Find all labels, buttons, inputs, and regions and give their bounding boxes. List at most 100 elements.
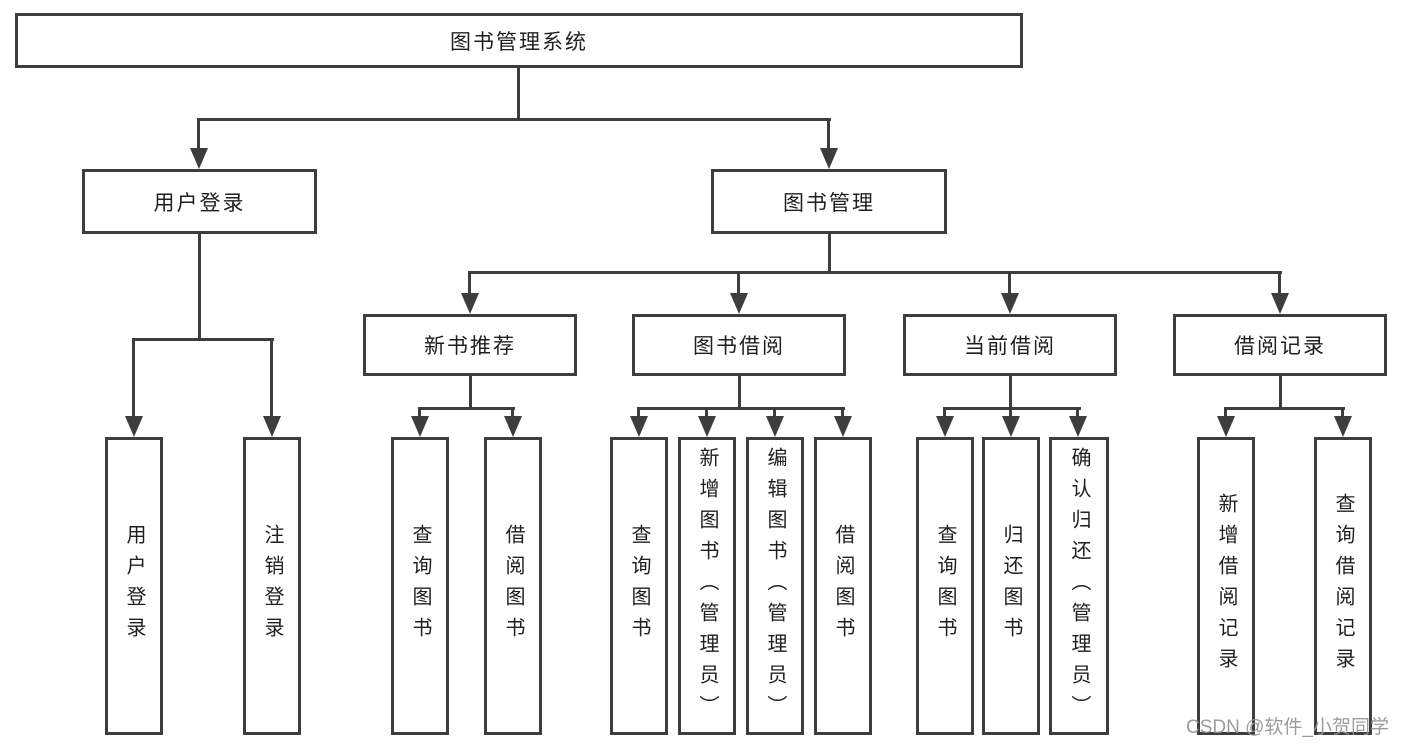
connector-arrow-down [698,407,716,437]
leaf-borrow-books-recommend: 借阅图书 [484,437,542,735]
connector-line [132,338,274,341]
arrow-down-icon [1069,416,1087,437]
connector-arrow-down [1271,271,1289,314]
connector-arrow-shaft [1278,271,1281,296]
arrow-down-icon [730,293,748,314]
connector-arrow-down [1069,407,1087,437]
leaf-borrow-books-recommend-label: 借阅图书 [502,524,524,648]
connector-line [943,407,1081,410]
connector-arrow-shaft [705,407,708,419]
connector-arrow-down [1001,271,1019,314]
leaf-add-book-admin: 新增图书（管理员） [678,437,736,735]
connector-arrow-shaft [737,271,740,296]
arrow-down-icon [936,416,954,437]
arrow-down-icon [1217,416,1235,437]
connector-line [468,271,1282,274]
leaf-add-borrow-record: 新增借阅记录 [1197,437,1255,735]
connector-arrow-down [504,407,522,437]
connector-arrow-down [1217,407,1235,437]
connector-arrow-shaft [418,407,421,419]
leaf-borrow-books-borrowing-label: 借阅图书 [832,524,854,648]
connector-arrow-down [190,118,208,169]
connector-arrow-down [820,118,838,169]
connector-arrow-shaft [197,118,200,151]
node-book-borrowing-label: 图书借阅 [693,335,785,358]
connector-arrow-down [263,338,281,437]
arrow-down-icon [766,416,784,437]
leaf-query-borrow-record: 查询借阅记录 [1314,437,1372,735]
connector-arrow-shaft [1341,407,1344,419]
node-current-borrowing-label: 当前借阅 [964,335,1056,358]
leaf-query-books-current-label: 查询图书 [934,524,956,648]
leaf-edit-book-admin-label: 编辑图书（管理员） [764,446,786,726]
leaf-borrow-books-borrowing: 借阅图书 [814,437,872,735]
connector-line [418,407,515,410]
arrow-down-icon [1271,293,1289,314]
connector-arrow-down [411,407,429,437]
arrow-down-icon [1001,293,1019,314]
connector-line [828,234,831,274]
arrow-down-icon [461,293,479,314]
node-book-borrowing: 图书借阅 [632,314,846,376]
connector-arrow-shaft [1224,407,1227,419]
leaf-query-books-borrowing-label: 查询图书 [628,524,650,648]
connector-arrow-down [461,271,479,314]
arrow-down-icon [190,148,208,169]
connector-arrow-shaft [511,407,514,419]
leaf-logout-label: 注销登录 [261,524,283,648]
connector-arrow-down [936,407,954,437]
node-root: 图书管理系统 [15,13,1023,68]
arrow-down-icon [630,416,648,437]
connector-arrow-down [630,407,648,437]
leaf-edit-book-admin: 编辑图书（管理员） [746,437,804,735]
leaf-query-books-recommend: 查询图书 [391,437,449,735]
connector-arrow-shaft [1008,271,1011,296]
connector-line [738,376,741,410]
connector-arrow-shaft [1076,407,1079,419]
connector-arrow-shaft [270,338,273,419]
arrow-down-icon [820,148,838,169]
connector-line [197,118,831,121]
arrow-down-icon [263,416,281,437]
leaf-query-borrow-record-label: 查询借阅记录 [1332,493,1354,679]
leaf-add-borrow-record-label: 新增借阅记录 [1215,493,1237,679]
watermark: CSDN @软件_小贺同学 [1186,717,1389,738]
node-new-book-recommendation: 新书推荐 [363,314,577,376]
connector-line [469,376,472,410]
connector-line [1224,407,1345,410]
node-current-borrowing: 当前借阅 [903,314,1117,376]
connector-arrow-shaft [132,338,135,419]
node-book-management-label: 图书管理 [783,191,875,215]
connector-line [198,234,201,341]
connector-line [637,407,845,410]
connector-arrow-shaft [841,407,844,419]
node-user-login-label: 用户登录 [153,191,246,215]
arrow-down-icon [504,416,522,437]
connector-arrow-shaft [773,407,776,419]
leaf-user-login: 用户登录 [105,437,163,735]
connector-line [1279,376,1282,410]
connector-arrow-shaft [637,407,640,419]
node-new-book-recommendation-label: 新书推荐 [424,335,516,358]
leaf-query-books-borrowing: 查询图书 [610,437,668,735]
connector-arrow-down [1002,407,1020,437]
node-borrowing-records: 借阅记录 [1173,314,1387,376]
connector-arrow-shaft [943,407,946,419]
leaf-return-book: 归还图书 [982,437,1040,735]
leaf-logout: 注销登录 [243,437,301,735]
leaf-user-login-label: 用户登录 [123,524,145,648]
node-root-label: 图书管理系统 [450,30,588,54]
connector-arrow-down [730,271,748,314]
node-book-management: 图书管理 [711,169,947,234]
leaf-query-books-recommend-label: 查询图书 [409,524,431,648]
leaf-confirm-return-admin: 确认归还（管理员） [1049,437,1109,735]
connector-line [517,68,520,121]
connector-arrow-down [766,407,784,437]
arrow-down-icon [411,416,429,437]
node-user-login: 用户登录 [82,169,317,234]
arrow-down-icon [698,416,716,437]
leaf-add-book-admin-label: 新增图书（管理员） [696,446,718,726]
leaf-return-book-label: 归还图书 [1000,524,1022,648]
connector-arrow-down [834,407,852,437]
